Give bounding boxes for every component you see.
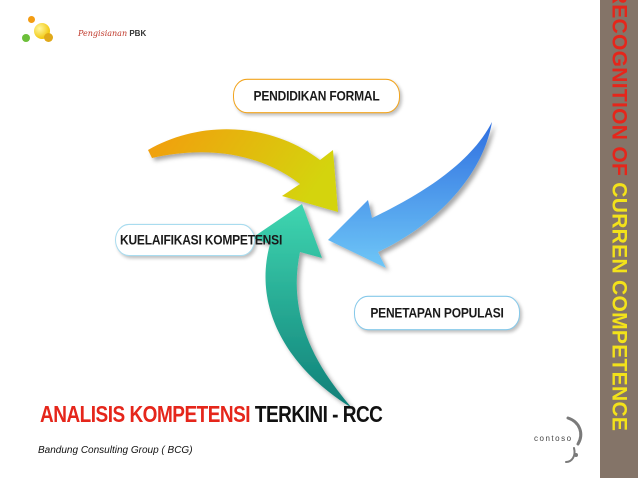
arrow-left <box>252 204 352 408</box>
slide-title-red: ANALISIS KOMPETENSI <box>40 402 251 428</box>
logo-brand-text: PBK <box>129 29 147 38</box>
vertical-title-part2: CURREN COMPETENCE <box>607 182 631 432</box>
vertical-title-part1: RECOGNITION OF <box>607 0 631 183</box>
cycle-diagram <box>148 122 492 408</box>
sidebar-band <box>600 0 638 478</box>
logo-script-text: Pengisianan <box>78 29 128 38</box>
slide-title: ANALISIS KOMPETENSI TERKINI - RCC <box>40 402 383 428</box>
label-pendidikan-formal: PENDIDIKAN FORMAL <box>233 78 400 114</box>
brand-logo: Pengisianan PBK <box>20 14 146 48</box>
logo-dot-gold <box>44 33 53 42</box>
logo-dot-orange <box>28 16 35 23</box>
arrow-right <box>328 122 492 268</box>
arrow-top <box>148 129 338 212</box>
vertical-title: RECOGNITION OF CURREN COMPETENCE <box>607 0 631 432</box>
company-name: Bandung Consulting Group ( BCG) <box>38 445 193 456</box>
logo-text: Pengisianan PBK <box>78 30 146 38</box>
contoso-logo: contoso <box>528 412 590 466</box>
logo-dot-green <box>22 34 30 42</box>
label-kualifikasi-kompetensi: KUELAIFIKASI KOMPETENSI <box>115 223 282 257</box>
slide-title-dark: TERKINI - RCC <box>250 402 383 428</box>
contoso-text: contoso <box>534 434 573 443</box>
contoso-swirl-icon <box>565 416 583 463</box>
label-penetapan-populasi: PENETAPAN POPULASI <box>354 295 520 331</box>
